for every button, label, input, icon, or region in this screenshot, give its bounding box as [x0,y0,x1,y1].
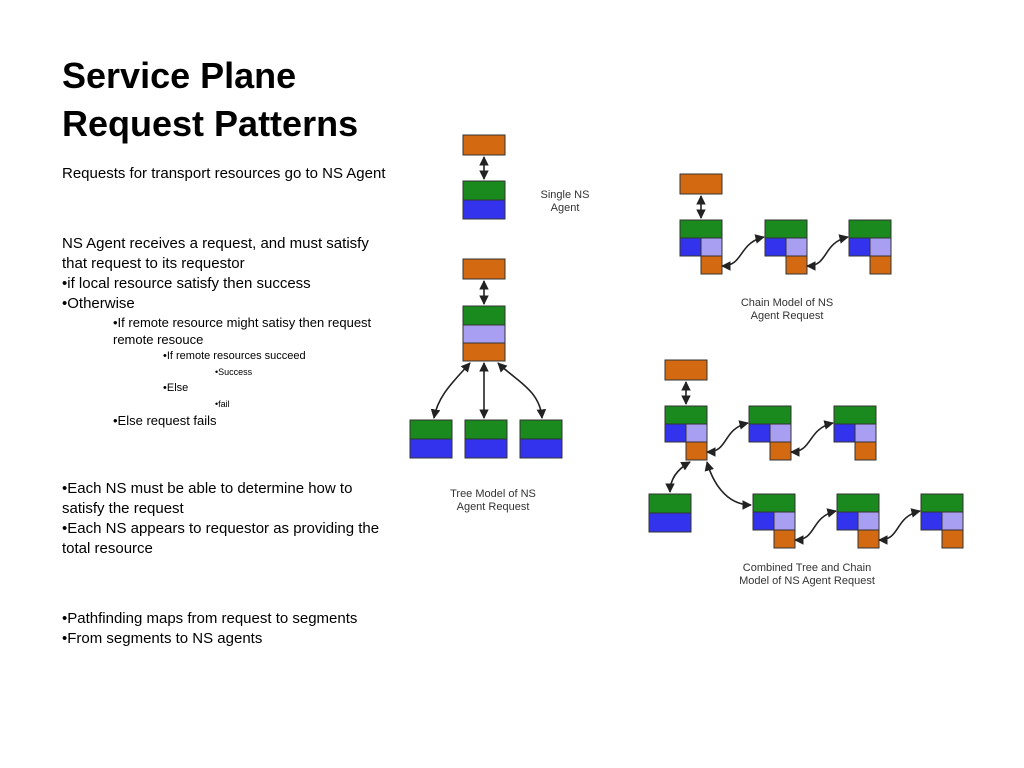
tree-label-line: Tree Model of NS [450,488,536,500]
agent-green-block [464,419,508,440]
agent-lavender-block [869,237,892,257]
requestor-node [664,359,708,381]
body-line-level-2: •Else request fails [113,413,217,428]
agent-green-block [848,219,892,239]
agent-lavender-block [769,423,792,443]
agent-green-block [519,419,563,440]
combined-tree-arrow [704,461,752,510]
slide-title-line2: Request Patterns [62,103,359,144]
agent-green-block [462,180,506,201]
tree-label-line: Agent Request [457,501,530,513]
agent-blue-block [648,512,692,533]
agent-orange-block [854,441,877,461]
body-line-level-2: •If remote resource might satisy then re… [113,315,372,347]
agent-green-block [409,419,453,440]
body-line-level-1: •Each NS must be able to determine how t… [62,480,353,517]
agent-orange-block [700,255,723,275]
agent-lavender-block [685,423,708,443]
agent-green-block [748,405,792,425]
requestor-node [679,173,723,195]
agent-blue-block [764,237,787,257]
chain-label-line: Chain Model of NS [741,297,833,309]
combined-label-line: Model of NS Agent Request [739,575,875,587]
combined-tree-arrow [665,461,691,493]
combined-label-line: Combined Tree and Chain [743,562,871,574]
agent-blue-block [462,199,506,220]
chain-link-arrow [721,234,765,271]
combined-chain-arrow [878,508,921,545]
agent-green-block [836,493,880,513]
combined-chain-arrow [794,508,837,545]
agent-blue-block [920,511,943,531]
agent-green-block [920,493,964,513]
tree-branch-arrow-left [430,362,471,419]
single-label-line: Agent [551,202,580,214]
body-line-level-1: NS Agent receives a request, and must sa… [62,235,369,272]
agent-blue-block [836,511,859,531]
combined-chain-arrow [790,420,834,457]
agent-lavender-block [854,423,877,443]
chain-link-arrow [806,234,849,271]
combined-chain-arrow [706,420,749,457]
agent-blue-block [519,438,563,459]
agent-blue-block [752,511,775,531]
agent-green-block [764,219,808,239]
body-line-level-1: •Pathfinding maps from request to segmen… [62,610,358,627]
body-line-level-1: •if local resource satisfy then success [62,275,311,292]
agent-lavender-block [462,324,506,344]
agent-orange-block [685,441,708,461]
agent-blue-block [409,438,453,459]
body-line-level-4: •fail [215,399,230,409]
agent-orange-block [941,529,964,549]
tree-branch-arrow-right [497,362,547,419]
agent-blue-block [848,237,871,257]
agent-green-block [648,493,692,514]
agent-green-block [462,305,506,326]
agent-lavender-block [785,237,808,257]
single-label-line: Single NS [541,189,590,201]
agent-orange-block [462,342,506,362]
agent-blue-block [464,438,508,459]
agent-lavender-block [700,237,723,257]
agent-orange-block [857,529,880,549]
agent-orange-block [773,529,796,549]
body-line-level-1: •From segments to NS agents [62,630,263,647]
chain-label-line: Agent Request [751,310,824,322]
body-line-level-1: •Otherwise [62,295,135,312]
agent-blue-block [679,237,702,257]
body-line-level-1: •Each NS appears to requestor as providi… [62,520,380,557]
body-line-level-3: •Else [163,382,189,394]
agent-lavender-block [857,511,880,531]
agent-blue-block [748,423,771,443]
agent-lavender-block [773,511,796,531]
agent-lavender-block [941,511,964,531]
requestor-node [462,134,506,156]
agent-green-block [752,493,796,513]
agent-blue-block [664,423,687,443]
agent-green-block [833,405,877,425]
body-line-level-4: •Success [215,367,253,377]
agent-green-block [664,405,708,425]
agent-blue-block [833,423,856,443]
agent-green-block [679,219,723,239]
agent-orange-block [785,255,808,275]
body-line-level-1: Requests for transport resources go to N… [62,165,386,182]
requestor-node [462,258,506,280]
agent-orange-block [869,255,892,275]
slide-title: Service Plane Request Patterns [62,52,422,148]
slide-body-text: Requests for transport resources go to N… [62,164,392,649]
body-line-level-3: •If remote resources succeed [163,350,306,362]
agent-orange-block [769,441,792,461]
slide-title-line1: Service Plane [62,55,297,96]
